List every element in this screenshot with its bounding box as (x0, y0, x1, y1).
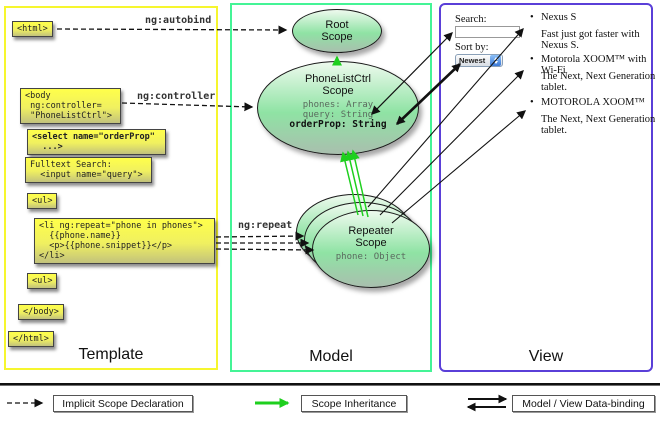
bullet-icon: • (530, 97, 534, 108)
code-body-close: </body> (18, 304, 64, 320)
phone-item-name: Motorola XOOM™ with Wi-Fi (541, 54, 647, 76)
phonelistctrl-prop-orderprop: orderProp: String (289, 119, 387, 130)
dropdown-stepper-icon (490, 55, 501, 66)
bullet-icon: • (530, 54, 534, 65)
label-ng-repeat: ng:repeat (238, 220, 293, 231)
legend-model-view-data-binding: Model / View Data-binding (512, 395, 655, 412)
legend-separator-line (0, 383, 660, 386)
code-html-open: <html> (12, 21, 53, 37)
code-ul-close: <ul> (27, 273, 58, 289)
phone-item-desc: The Next, Next Generation tablet. (541, 71, 656, 93)
search-label: Search: (455, 14, 487, 25)
code-body-open: <body ng:controller= "PhoneListCtrl"> (20, 88, 121, 124)
root-scope-title: Root Scope (321, 19, 353, 43)
legend-scope-inheritance: Scope Inheritance (301, 395, 407, 412)
repeater-scope-title: Repeater Scope (348, 225, 394, 249)
code-ul-open: <ul> (27, 193, 58, 209)
phone-item-desc: Fast just got faster with Nexus S. (541, 29, 640, 51)
repeater-prop-phone: phone: Object (335, 252, 407, 262)
sort-by-dropdown[interactable]: Newest (455, 54, 503, 67)
label-ng-autobind: ng:autobind (145, 15, 212, 26)
sort-by-label: Sort by: (455, 42, 489, 53)
code-fulltext-search: Fulltext Search: <input name="query"> (25, 157, 152, 183)
model-column: Model (230, 3, 432, 372)
phone-item-desc: The Next, Next Generation tablet. (541, 114, 656, 136)
sort-by-selected-value: Newest (459, 56, 486, 65)
code-li-repeat: <li ng:repeat="phone in phones"> {{phone… (34, 218, 215, 264)
model-column-label: Model (309, 348, 353, 365)
phonelistctrl-scope-ellipse: PhoneListCtrl Scope phones: Array query:… (257, 61, 419, 155)
repeater-scope-ellipse-front: Repeater Scope phone: Object (312, 210, 430, 288)
phone-item-name: Nexus S (541, 12, 577, 23)
phonelistctrl-prop-query: query: String (302, 110, 374, 120)
phone-item-name: MOTOROLA XOOM™ (541, 97, 645, 108)
bullet-icon: • (530, 12, 534, 23)
code-html-close: </html> (8, 331, 54, 347)
view-column-label: View (528, 348, 564, 365)
code-select: <select name="orderProp" ...> (27, 129, 166, 155)
search-input[interactable] (455, 26, 520, 38)
root-scope-ellipse: Root Scope (292, 9, 382, 53)
template-column-label: Template (78, 346, 144, 363)
phonelistctrl-scope-title: PhoneListCtrl Scope (304, 73, 372, 97)
phonelistctrl-prop-phones: phones: Array (302, 100, 374, 110)
legend-implicit-scope-declaration: Implicit Scope Declaration (53, 395, 193, 412)
label-ng-controller: ng:controller (137, 91, 216, 102)
